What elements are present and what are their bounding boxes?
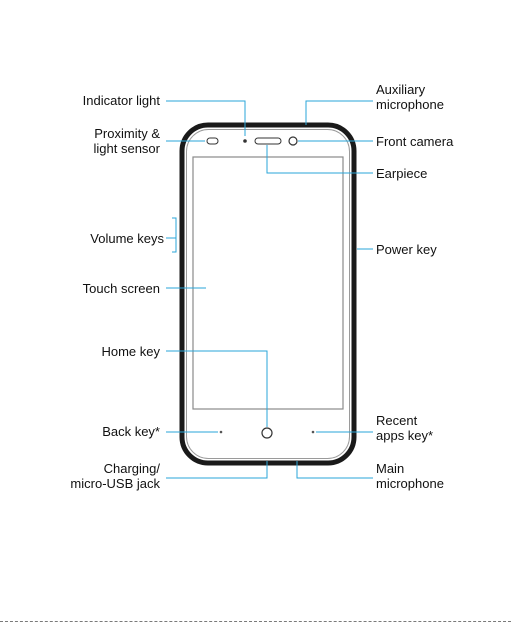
label-recent-line1: Recent [376,413,433,428]
page-footer-rule [0,621,511,622]
back-key-icon [220,431,223,434]
recent-apps-key-icon [312,431,315,434]
front-camera-icon [289,137,297,145]
label-main-mic-line2: microphone [376,476,444,491]
leader-volume-keys [172,218,176,252]
label-proximity-sensor: Proximity & light sensor [94,126,160,156]
label-earpiece: Earpiece [376,166,427,181]
label-charging-line1: Charging/ [70,461,160,476]
leader-auxiliary-mic [306,101,373,125]
label-auxiliary-line2: microphone [376,97,444,112]
label-back-key: Back key* [102,424,160,439]
proximity-sensor-icon [207,138,218,144]
label-power-key: Power key [376,242,437,257]
label-indicator-light: Indicator light [83,93,160,108]
label-volume-keys: Volume keys [90,231,164,246]
label-touch-screen: Touch screen [83,281,160,296]
label-charging-jack: Charging/ micro-USB jack [70,461,160,491]
touch-screen [193,157,343,409]
home-key-icon [262,428,272,438]
power-key [353,235,356,263]
label-charging-line2: micro-USB jack [70,476,160,491]
label-proximity-line1: Proximity & [94,126,160,141]
leader-earpiece [267,145,373,173]
label-proximity-line2: light sensor [94,141,160,156]
label-auxiliary-microphone: Auxiliary microphone [376,82,444,112]
label-recent-apps-key: Recent apps key* [376,413,433,443]
earpiece-icon [255,138,281,144]
label-recent-line2: apps key* [376,428,433,443]
label-auxiliary-line1: Auxiliary [376,82,444,97]
indicator-light-icon [243,139,247,143]
label-front-camera: Front camera [376,134,453,149]
leader-indicator-light [166,101,245,136]
label-main-mic-line1: Main [376,461,444,476]
phone-body [182,125,354,463]
label-home-key: Home key [101,344,160,359]
label-main-microphone: Main microphone [376,461,444,491]
volume-keys [180,214,183,256]
